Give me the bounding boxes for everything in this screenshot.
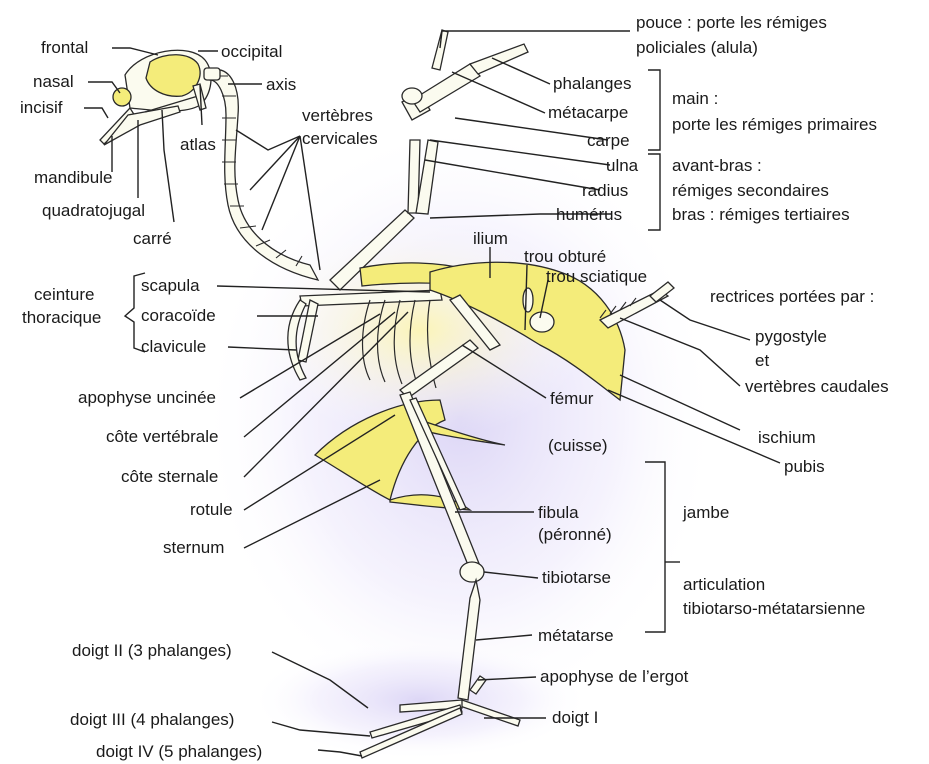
label-ulna: ulna bbox=[606, 156, 639, 175]
label-vertebres-cervicales-line1: vertèbres bbox=[302, 106, 373, 125]
label-jambe: jambe bbox=[682, 503, 729, 522]
label-femur-line1: fémur bbox=[550, 389, 594, 408]
label-trou-obture: trou obturé bbox=[524, 247, 606, 266]
label-axis: axis bbox=[266, 75, 296, 94]
label-metatarse: métatarse bbox=[538, 626, 614, 645]
label-doigt-III: doigt III (4 phalanges) bbox=[70, 710, 234, 729]
label-coracoide: coracoïde bbox=[141, 306, 216, 325]
label-pygostyle: pygostyle bbox=[755, 327, 827, 346]
label-fibula-line2: (péronné) bbox=[538, 525, 612, 544]
label-pouce-line2: policiales (alula) bbox=[636, 38, 758, 57]
label-vertebres-caudales: vertèbres caudales bbox=[745, 377, 889, 396]
label-incisif: incisif bbox=[20, 98, 63, 117]
label-pubis: pubis bbox=[784, 457, 825, 476]
label-et: et bbox=[755, 351, 769, 370]
label-nasal: nasal bbox=[33, 72, 74, 91]
label-frontal: frontal bbox=[41, 38, 88, 57]
label-avantbras-line2: rémiges secondaires bbox=[672, 181, 829, 200]
label-mandibule: mandibule bbox=[34, 168, 112, 187]
label-cote-sternale: côte sternale bbox=[121, 467, 218, 486]
label-cote-vertebrale: côte vertébrale bbox=[106, 427, 218, 446]
label-doigt-I: doigt I bbox=[552, 708, 598, 727]
label-rotule: rotule bbox=[190, 500, 233, 519]
label-trou-sciatique: trou sciatique bbox=[546, 267, 647, 286]
label-ceinture-line2: thoracique bbox=[22, 308, 101, 327]
label-vertebres-cervicales-line2: cervicales bbox=[302, 129, 378, 148]
label-tibiotarse: tibiotarse bbox=[542, 568, 611, 587]
label-clavicule: clavicule bbox=[141, 337, 206, 356]
label-occipital: occipital bbox=[221, 42, 282, 61]
label-humerus: humérus bbox=[556, 205, 622, 224]
label-doigt-II: doigt II (3 phalanges) bbox=[72, 641, 232, 660]
label-phalanges: phalanges bbox=[553, 74, 631, 93]
label-bras: bras : rémiges tertiaires bbox=[672, 205, 850, 224]
label-atlas: atlas bbox=[180, 135, 216, 154]
label-apophyse-uncinee: apophyse uncinée bbox=[78, 388, 216, 407]
label-radius: radius bbox=[582, 181, 628, 200]
label-articulation-line2: tibiotarso-métatarsienne bbox=[683, 599, 865, 618]
background-glow-foot bbox=[250, 640, 590, 760]
label-avantbras-line1: avant-bras : bbox=[672, 156, 762, 175]
label-femur-line2: (cuisse) bbox=[548, 436, 608, 455]
label-metacarpe: métacarpe bbox=[548, 103, 628, 122]
label-ischium: ischium bbox=[758, 428, 816, 447]
label-doigt-IV: doigt IV (5 phalanges) bbox=[96, 742, 262, 761]
label-articulation-line1: articulation bbox=[683, 575, 765, 594]
label-ilium: ilium bbox=[473, 229, 508, 248]
label-sternum: sternum bbox=[163, 538, 224, 557]
label-carpe: carpe bbox=[587, 131, 630, 150]
label-pouce-line1: pouce : porte les rémiges bbox=[636, 13, 827, 32]
label-fibula-line1: fibula bbox=[538, 503, 579, 522]
label-carre: carré bbox=[133, 229, 172, 248]
label-quadratojugal: quadratojugal bbox=[42, 201, 145, 220]
label-main-line2: porte les rémiges primaires bbox=[672, 115, 877, 134]
label-ceinture-line1: ceinture bbox=[34, 285, 94, 304]
label-scapula: scapula bbox=[141, 276, 200, 295]
label-main-line1: main : bbox=[672, 89, 718, 108]
label-apophyse-ergot: apophyse de l’ergot bbox=[540, 667, 689, 686]
skull bbox=[100, 50, 211, 145]
label-rectrices: rectrices portées par : bbox=[710, 287, 874, 306]
